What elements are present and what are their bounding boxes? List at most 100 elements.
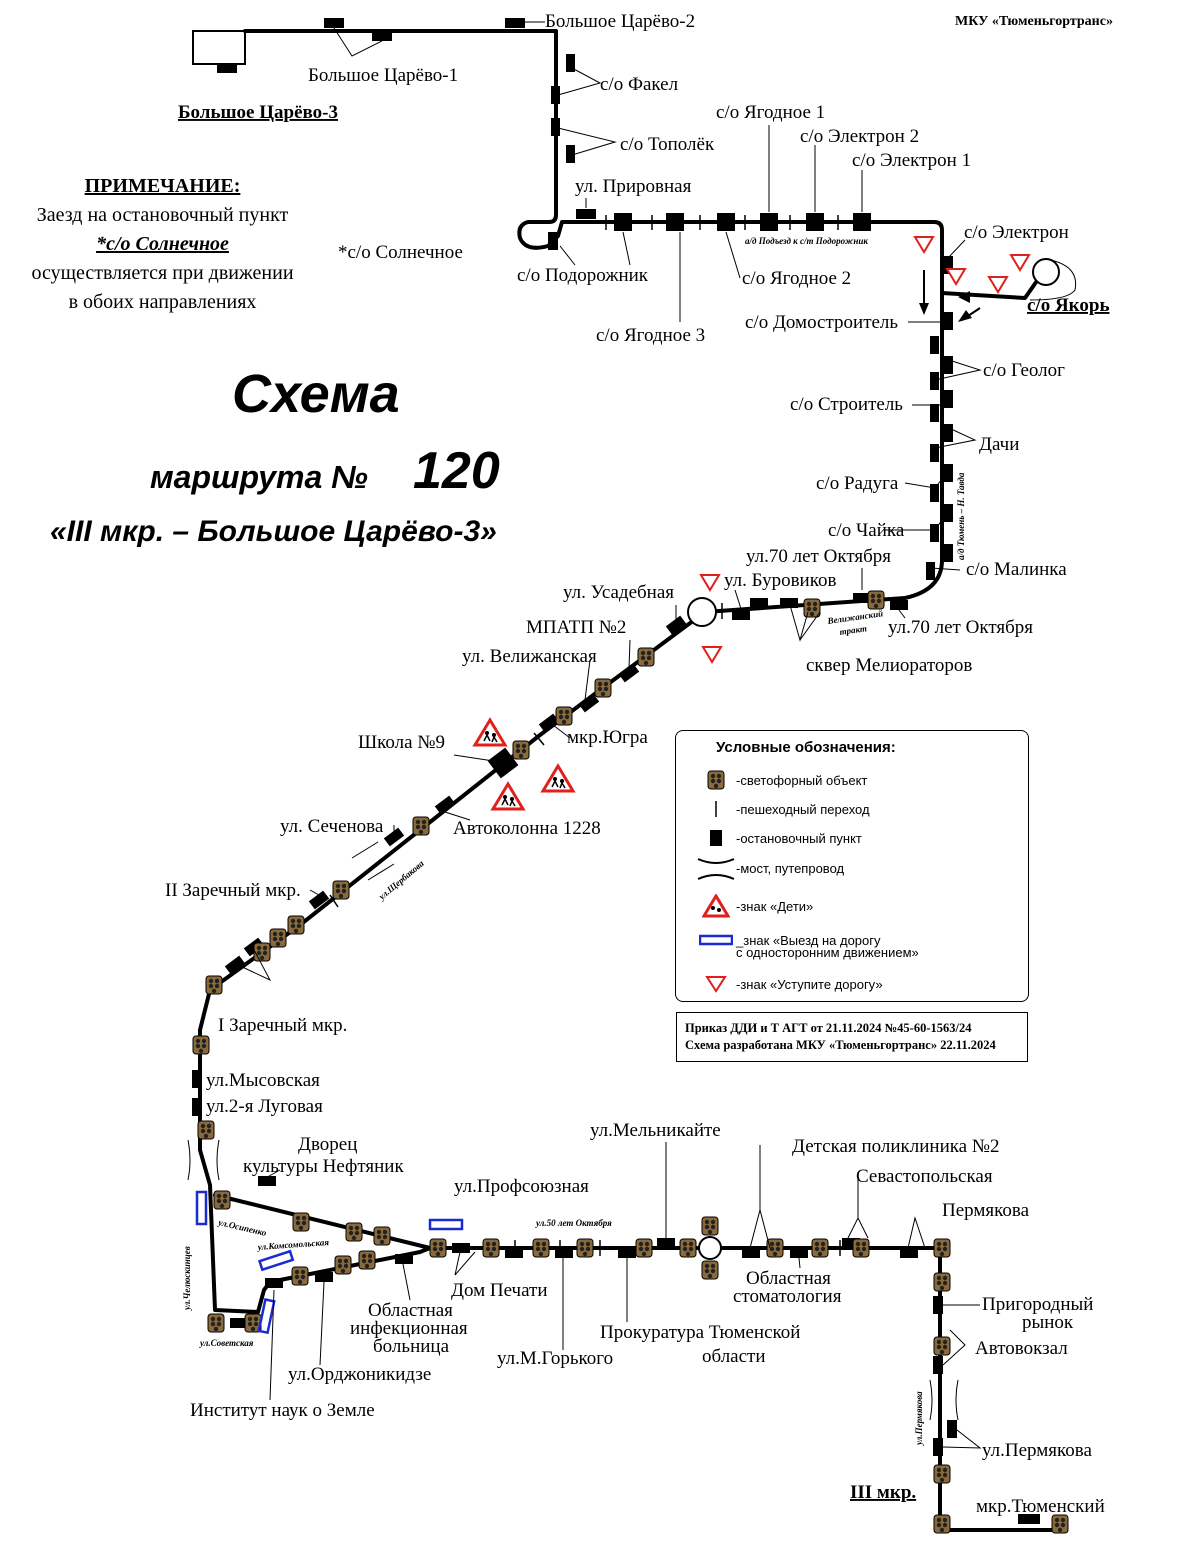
legend-label: -знак «Уступите дорогу» bbox=[736, 976, 883, 992]
label-usadebnaya: ул. Усадебная bbox=[563, 582, 674, 603]
label-infect3: больница bbox=[373, 1336, 450, 1357]
one-way-signs bbox=[195, 1190, 464, 1335]
stop-labels: Большое Царёво-2 Большое Царёво-1 Большо… bbox=[165, 11, 1110, 1517]
label-elektron2: с/о Электрон 2 bbox=[800, 126, 919, 147]
label-chaika: с/о Чайка bbox=[828, 520, 905, 541]
label-stomat2: стоматология bbox=[733, 1286, 842, 1307]
street-permyakova: ул.Пермякова bbox=[914, 1391, 924, 1446]
label-dvorets1: Дворец bbox=[298, 1134, 357, 1155]
leader-lines bbox=[237, 21, 982, 1449]
legend-item-yield: -знак «Уступите дорогу» bbox=[696, 971, 883, 997]
street-osipenko: ул.Осипенко bbox=[217, 1217, 268, 1238]
label-elektron: с/о Электрон bbox=[964, 222, 1069, 243]
roundabout-usadebnaya bbox=[687, 597, 717, 627]
one-way-sign-icon bbox=[696, 927, 736, 953]
label-yugra: мкр.Югра bbox=[567, 727, 648, 748]
label-dvorets2: культуры Нефтяник bbox=[243, 1156, 404, 1177]
bridges bbox=[187, 841, 959, 1421]
legend-item-one-way-cont: с односторонним движением» bbox=[736, 945, 919, 960]
children-signs bbox=[473, 718, 575, 811]
label-zarech1: I Заречный мкр. bbox=[218, 1015, 347, 1036]
yield-sign-icon bbox=[696, 971, 736, 997]
note-block: ПРИМЕЧАНИЕ: Заезд на остановочный пункт … bbox=[0, 172, 325, 317]
label-malinka: с/о Малинка bbox=[966, 559, 1067, 580]
title-block: Схема маршрута № 120 «III мкр. – Большое… bbox=[50, 364, 500, 548]
roundabout-melnikaite bbox=[698, 1236, 722, 1260]
children-sign-icon bbox=[696, 893, 736, 919]
label-melnikaite: ул.Мельникайте bbox=[590, 1120, 721, 1141]
legend-item-bus-stop: -остановочный пункт bbox=[696, 825, 862, 851]
title-line1: Схема bbox=[232, 364, 400, 424]
legend-label: -пешеходный переход bbox=[736, 801, 870, 817]
order-info: Приказ ДДИ и Т АГТ от 21.11.2024 №45-60-… bbox=[676, 1012, 1028, 1062]
label-zarech2: II Заречный мкр. bbox=[165, 880, 301, 901]
direction-arrows bbox=[919, 270, 981, 322]
title-line2-number: 120 bbox=[413, 442, 500, 500]
legend: Условные обозначения: -светофорный объек… bbox=[675, 730, 1029, 1002]
note-heading: ПРИМЕЧАНИЕ: bbox=[84, 175, 241, 197]
legend-label: -остановочный пункт bbox=[736, 830, 862, 846]
bus-stops bbox=[192, 18, 1040, 1524]
label-lugovaya: ул.2-я Луговая bbox=[206, 1096, 323, 1117]
label-sevastop: Севастопольская bbox=[856, 1166, 993, 1187]
street-scherbakova: ул.Щербакова bbox=[376, 858, 426, 902]
label-institut: Институт наук о Земле bbox=[190, 1400, 375, 1421]
label-stomat1: Областная bbox=[746, 1268, 831, 1289]
organization-name: МКУ «Тюменьгортранс» bbox=[955, 14, 1113, 29]
label-mpatp: МПАТП №2 bbox=[526, 617, 626, 638]
note-line1: Заезд на остановочный пункт bbox=[36, 204, 289, 226]
label-bc1: Большое Царёво-1 bbox=[308, 65, 458, 86]
label-avtovokzal: Автовокзал bbox=[975, 1338, 1068, 1359]
bridge-icon bbox=[696, 855, 736, 881]
title-line3: «III мкр. – Большое Царёво-3» bbox=[50, 515, 497, 548]
label-ordzh: ул.Орджоникидзе bbox=[288, 1364, 431, 1385]
street-okt50: ул.50 лет Октября bbox=[535, 1218, 612, 1228]
label-bc2: Большое Царёво-2 bbox=[545, 11, 695, 32]
legend-item-crosswalk: -пешеходный переход bbox=[696, 796, 870, 822]
label-prigor1: Пригородный bbox=[982, 1294, 1093, 1315]
street-sovetskaya: ул.Советская bbox=[199, 1338, 254, 1348]
legend-item-traffic-light: -светофорный объект bbox=[696, 767, 867, 793]
label-fakel: с/о Факел bbox=[600, 74, 679, 95]
order-line2: Схема разработана МКУ «Тюменьгортранс» 2… bbox=[685, 1038, 996, 1052]
label-geolog: с/о Геолог bbox=[983, 360, 1065, 381]
label-terminal-end: Большое Царёво-3 bbox=[178, 102, 338, 123]
legend-label: -мост, путепровод bbox=[736, 860, 845, 876]
street-tavda: а/д Тюмень – Н. Тавда bbox=[956, 472, 966, 560]
label-avtokolonna: Автоколонна 1228 bbox=[453, 818, 601, 839]
label-burovikov: ул. Буровиков bbox=[724, 570, 836, 591]
label-yagodnoe1: с/о Ягодное 1 bbox=[716, 102, 825, 123]
label-prokuratura2: области bbox=[702, 1346, 766, 1367]
label-yagodnoe2: с/о Ягодное 2 bbox=[742, 268, 851, 289]
street-podezd: а/д Подъезд к с/т Подорожник bbox=[745, 236, 868, 246]
street-velizhtrakt2: тракт bbox=[839, 623, 868, 637]
label-solnechnoe: *с/о Солнечное bbox=[338, 242, 463, 263]
label-velizhanskaya: ул. Велижанская bbox=[462, 646, 597, 667]
note-line2: осуществляется при движении bbox=[31, 262, 294, 284]
legend-label: с односторонним движением» bbox=[736, 945, 919, 960]
bus-stop-icon bbox=[696, 825, 736, 851]
label-permyakova: Пермякова bbox=[942, 1200, 1030, 1221]
label-yagodnoe3: с/о Ягодное 3 bbox=[596, 325, 705, 346]
loop-yakor bbox=[1032, 258, 1060, 286]
terminal-box bbox=[192, 30, 246, 65]
legend-item-children: -знак «Дети» bbox=[696, 893, 813, 919]
label-okt70b: ул.70 лет Октября bbox=[888, 617, 1033, 638]
label-infect1: Областная bbox=[368, 1300, 453, 1321]
crosswalk-icon bbox=[696, 796, 736, 822]
label-okt70a: ул.70 лет Октября bbox=[746, 546, 891, 567]
street-chelyuskintsev: ул.Челюскинцев bbox=[182, 1246, 192, 1311]
label-prirovnaya: ул. Прировная bbox=[575, 176, 692, 197]
label-domostroitel: с/о Домостроитель bbox=[745, 312, 898, 333]
label-terminal-start: III мкр. bbox=[850, 1482, 916, 1503]
label-dachi: Дачи bbox=[979, 434, 1019, 455]
title-line2-prefix: маршрута № bbox=[150, 459, 368, 495]
note-line3: в обоих направлениях bbox=[68, 291, 257, 313]
legend-item-bridge: -мост, путепровод bbox=[696, 855, 844, 881]
label-profsoyuz: ул.Профсоюзная bbox=[454, 1176, 589, 1197]
label-elektron1: с/о Электрон 1 bbox=[852, 150, 971, 171]
legend-label: -знак «Дети» bbox=[736, 898, 814, 914]
label-raduga: с/о Радуга bbox=[816, 473, 899, 494]
label-topolek: с/о Тополёк bbox=[620, 134, 715, 155]
